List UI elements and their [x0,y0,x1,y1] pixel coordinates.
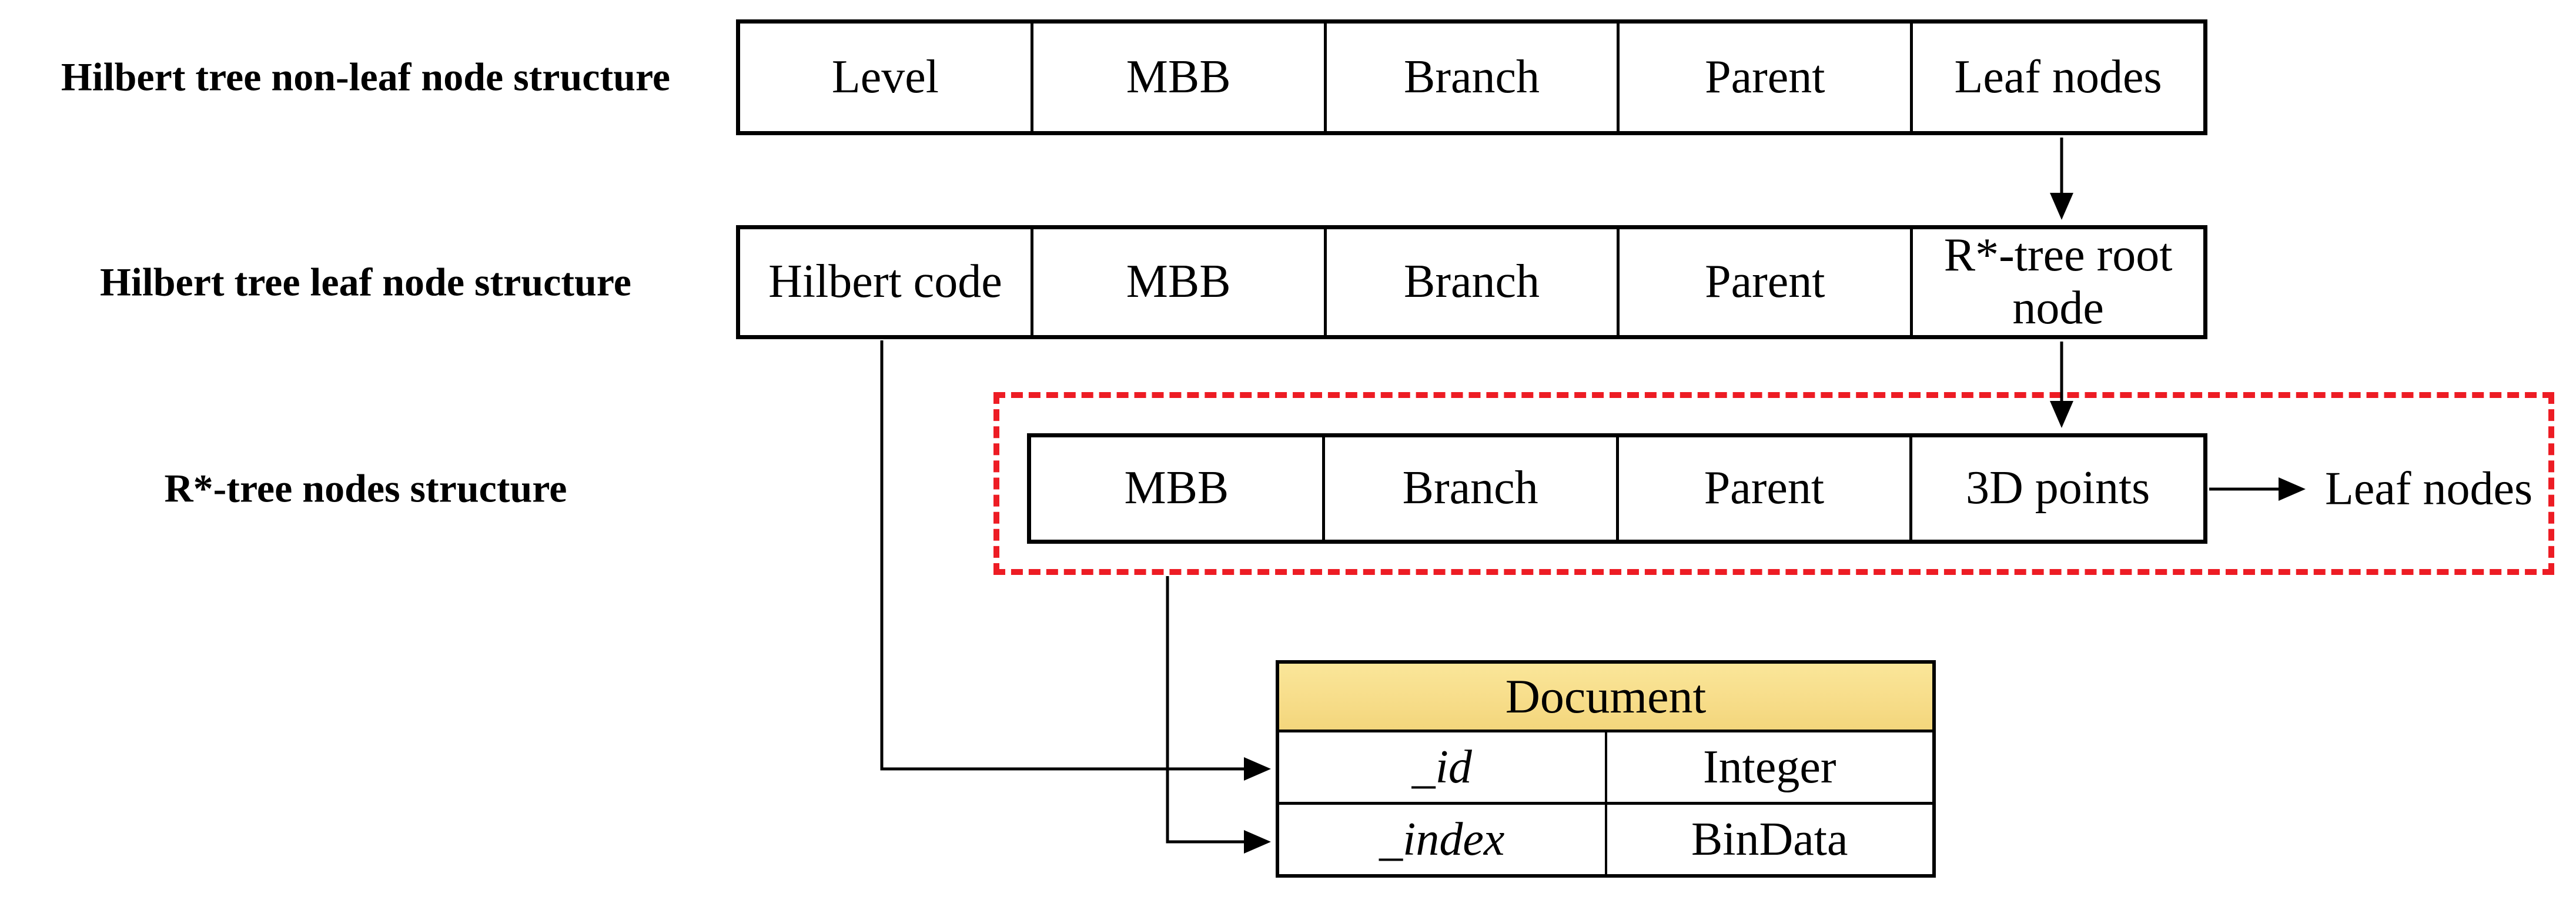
table-row: _id Integer [1279,732,1932,805]
rstar-node-record: MBB Branch Parent 3D points [1027,433,2207,544]
non-leaf-cell-mbb: MBB [1030,24,1324,131]
leaf-cell-parent: Parent [1617,229,1910,335]
leaf-node-record: Hilbert code MBB Branch Parent R*-tree r… [736,225,2207,339]
leaf-cell-mbb: MBB [1030,229,1324,335]
non-leaf-cell-level: Level [831,51,939,103]
non-leaf-cell-leaf-nodes: Leaf nodes [1910,24,2203,131]
label-rstar-tree-structure: R*-tree nodes structure [164,466,567,511]
document-field-index: _index [1279,805,1607,874]
label-hilbert-leaf-structure: Hilbert tree leaf node structure [100,259,631,305]
label-hilbert-non-leaf-structure: Hilbert tree non-leaf node structure [61,54,671,99]
leaf-cell-branch: Branch [1323,229,1617,335]
rstar-cell-mbb: MBB [1124,462,1229,514]
non-leaf-cell-parent: Parent [1617,24,1910,131]
non-leaf-node-record: Level MBB Branch Parent Leaf nodes [736,19,2207,135]
document-table: Document _id Integer _index BinData [1276,660,1936,878]
rstar-cell-branch: Branch [1322,437,1616,540]
arrow-rstar-region-to-index-icon [1166,576,1271,854]
rstar-cell-parent: Parent [1615,437,1910,540]
external-leaf-nodes-label: Leaf nodes [2325,463,2533,515]
leaf-cell-hilbert-code: Hilbert code [768,256,1002,308]
non-leaf-cell-branch: Branch [1323,24,1617,131]
rstar-cell-3d-points: 3D points [1909,437,2203,540]
table-row: _index BinData [1279,805,1932,874]
document-type-integer: Integer [1702,741,1836,793]
leaf-cell-rstar-root: R*-tree root node [1910,229,2203,335]
document-field-id: _id [1279,732,1607,802]
document-type-bindata: BinData [1691,813,1848,865]
document-table-title: Document [1279,664,1932,732]
